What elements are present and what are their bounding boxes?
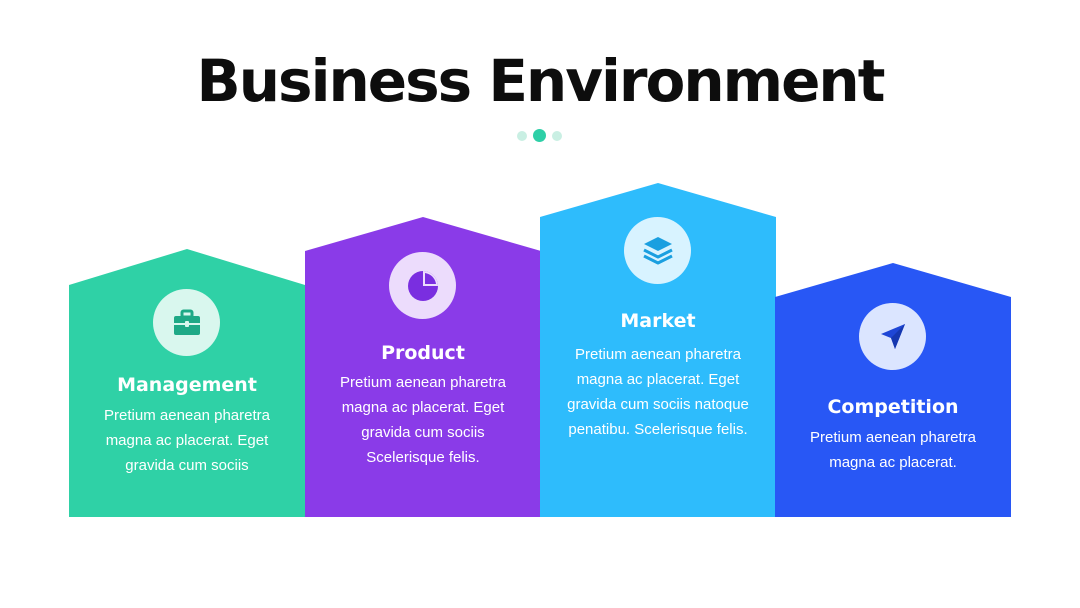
card-text: Pretium aenean pharetra magna ac placera… <box>810 429 976 471</box>
indicator-dot <box>517 131 527 141</box>
icon-circle <box>624 217 691 284</box>
card-product: Product Pretium aenean pharetra magna ac… <box>305 217 541 517</box>
icon-circle <box>153 289 220 356</box>
card-text: Pretium aenean pharetra magna ac placera… <box>567 346 749 438</box>
card-text: Pretium aenean pharetra magna ac placera… <box>104 407 270 474</box>
slide-indicator <box>515 128 565 144</box>
card-shape <box>69 249 305 517</box>
page-title: Business Environment <box>196 47 886 115</box>
card-title: Competition <box>827 396 959 418</box>
indicator-dot <box>552 131 562 141</box>
briefcase-icon <box>173 309 200 335</box>
indicator-dot-active <box>533 129 546 142</box>
paper-plane-icon <box>880 323 905 349</box>
icon-circle <box>859 303 926 370</box>
pie-chart-icon <box>407 270 438 301</box>
card-competition: Competition Pretium aenean pharetra magn… <box>775 263 1011 517</box>
card-market: Market Pretium aenean pharetra magna ac … <box>540 183 776 517</box>
icon-circle <box>389 252 456 319</box>
card-text: Pretium aenean pharetra magna ac placera… <box>340 374 506 466</box>
card-shape <box>305 217 541 517</box>
layers-icon <box>642 236 673 264</box>
card-shape <box>540 183 776 517</box>
card-title: Product <box>381 342 465 364</box>
card-title: Management <box>117 374 257 396</box>
card-management: Management Pretium aenean pharetra magna… <box>69 249 305 517</box>
card-shape <box>775 263 1011 517</box>
card-title: Market <box>620 310 696 332</box>
